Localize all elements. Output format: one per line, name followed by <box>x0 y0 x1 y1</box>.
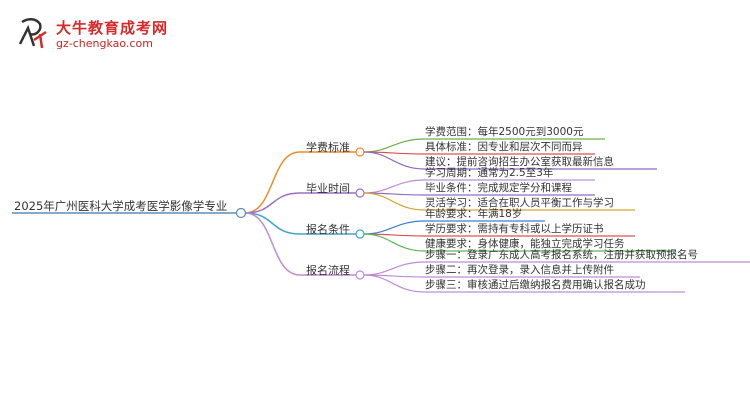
leaf-tuition-range: 学费范围：每年2500元到3000元 <box>425 126 584 138</box>
branch-connector <box>244 151 301 214</box>
branch-node <box>355 270 365 280</box>
leaf-graduation-condition: 毕业条件：完成规定学分和课程 <box>425 182 572 194</box>
leaf-connector <box>363 220 426 235</box>
leaf-connector <box>363 233 426 252</box>
branch-tuition: 学费标准 <box>306 141 350 154</box>
leaf-age-requirement: 年龄要求：年满18岁 <box>425 208 523 220</box>
brand-url: gz-chengkao.com <box>56 37 153 50</box>
leaf-step-two: 步骤二：再次登录，录入信息并上传附件 <box>425 264 614 276</box>
branch-node <box>355 188 365 198</box>
niu-logo-icon <box>18 18 47 49</box>
branch-node <box>355 229 365 239</box>
leaf-step-one: 步骤一：登录广东成人高考报名系统，注册并获取预报名号 <box>425 249 698 261</box>
branch-connector <box>244 192 301 214</box>
leaf-connector <box>363 261 426 276</box>
leaf-connector <box>363 138 426 153</box>
branch-process: 报名流程 <box>306 264 350 277</box>
leaf-health-requirement: 健康要求：身体健康，能独立完成学习任务 <box>425 238 625 250</box>
leaf-tuition-standard: 具体标准：因专业和层次不同而异 <box>425 141 583 153</box>
leaf-connector <box>363 179 426 194</box>
branch-connector <box>244 212 301 276</box>
root-topic: 2025年广州医科大学成考医学影像学专业 <box>14 199 228 213</box>
branch-graduation: 毕业时间 <box>306 182 350 195</box>
branch-connector <box>244 212 301 235</box>
leaf-connector <box>363 151 426 170</box>
leaf-tuition-advice: 建议：提前咨询招生办公室获取最新信息 <box>425 156 614 168</box>
leaf-flexible-study: 灵活学习：适合在职人员平衡工作与学习 <box>425 197 614 209</box>
leaf-connector <box>363 192 426 211</box>
leaf-study-period: 学习周期：通常为2.5至3年 <box>425 167 554 179</box>
leaf-connector <box>363 274 426 293</box>
leaf-step-three: 步骤三：审核通过后缴纳报名费用确认报名成功 <box>425 279 646 291</box>
branch-node <box>355 147 365 157</box>
branch-requirements: 报名条件 <box>306 223 350 236</box>
brand-title: 大牛教育成考网 <box>56 19 169 37</box>
leaf-education-requirement: 学历要求：需持有专科或以上学历证书 <box>425 223 604 235</box>
root-node <box>235 207 247 219</box>
